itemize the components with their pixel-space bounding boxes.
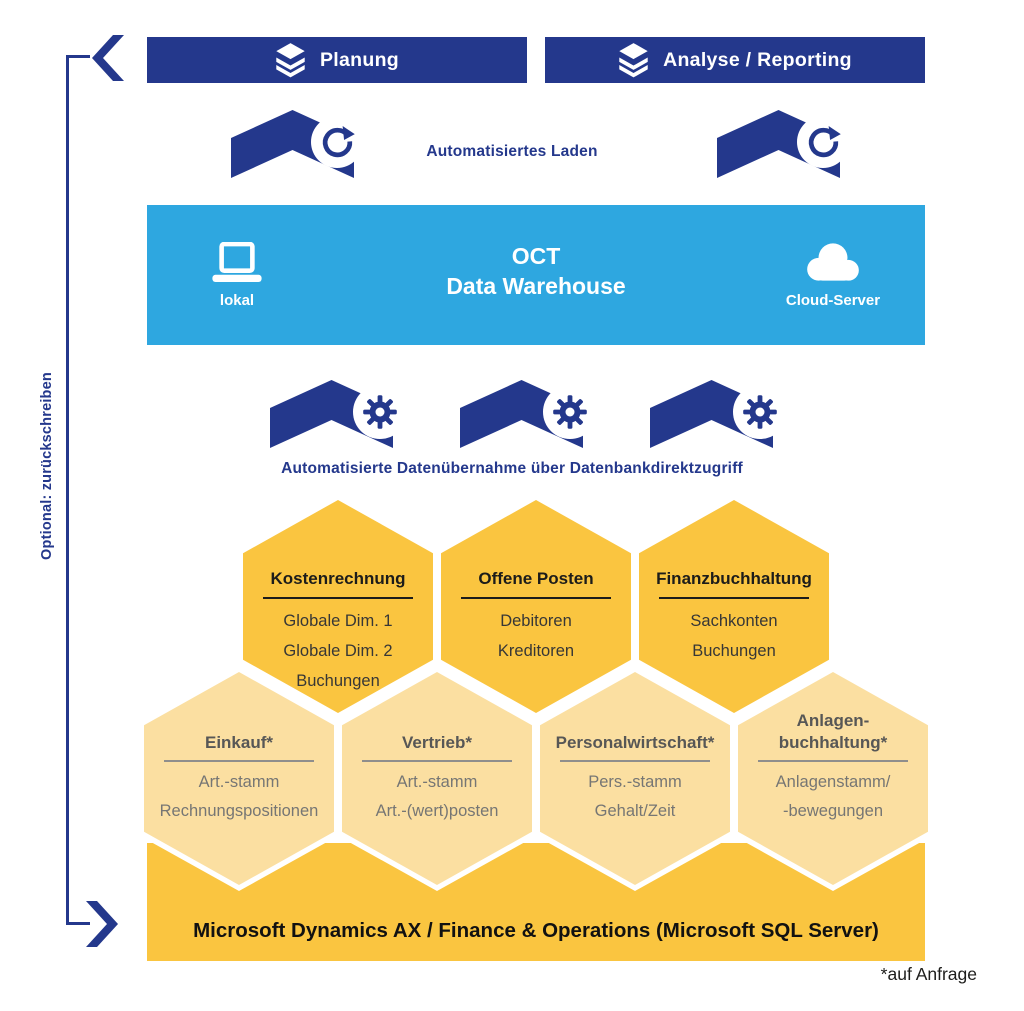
- refresh-badge: [797, 116, 849, 168]
- data-warehouse-band: lokal OCT Data Warehouse Cloud-Server: [147, 205, 925, 345]
- refresh-icon: [322, 125, 355, 157]
- laptop-icon: [212, 241, 262, 282]
- gear-badge: [733, 385, 787, 439]
- footnote: *auf Anfrage: [880, 964, 977, 984]
- hex-divider: [263, 597, 413, 599]
- hex-title: Personalwirtschaft*: [555, 733, 715, 752]
- hex-title: Anlagen- buchhaltung*: [778, 711, 888, 752]
- cloud-label: Cloud-Server: [785, 292, 881, 309]
- planung-bar: Planung: [147, 37, 527, 83]
- hex-personalwirtschaft: Personalwirtschaft* Pers.-stamm Gehalt/Z…: [534, 666, 736, 891]
- load-arrow-right: [704, 100, 854, 190]
- gear-badge: [543, 385, 597, 439]
- hex-title: Einkauf*: [204, 733, 274, 752]
- extract-arrow-1: [257, 370, 407, 460]
- writeback-line-top: [66, 55, 90, 58]
- hex-divider: [362, 760, 512, 762]
- gear-icon: [363, 395, 397, 429]
- cloud-icon: [807, 243, 859, 281]
- hex-divider: [659, 597, 809, 599]
- warehouse-title: OCT Data Warehouse: [446, 243, 626, 299]
- planung-label: Planung: [319, 48, 399, 71]
- layers-icon: [276, 42, 305, 77]
- analyse-reporting-label: Analyse / Reporting: [663, 48, 852, 71]
- load-arrow-left: [218, 100, 368, 190]
- hex-divider: [461, 597, 611, 599]
- chevron-left-icon: [92, 35, 124, 81]
- cloud-node: Cloud-Server: [773, 205, 893, 345]
- gear-badge: [353, 385, 407, 439]
- hex-finanzbuchhaltung: Finanzbuchhaltung Sachkonten Buchungen: [633, 494, 835, 719]
- hex-title: Kostenrechnung: [270, 569, 406, 588]
- hex-vertrieb: Vertrieb* Art.-stamm Art.-(wert)posten: [336, 666, 538, 891]
- hex-title: Offene Posten: [478, 569, 594, 588]
- hex-divider: [758, 760, 908, 762]
- refresh-badge: [311, 116, 363, 168]
- gear-icon: [553, 395, 587, 429]
- gear-icon: [743, 395, 777, 429]
- load-label: Automatisiertes Laden: [426, 143, 598, 160]
- hex-divider: [560, 760, 710, 762]
- chevron-right-icon: [86, 901, 118, 947]
- local-node: lokal: [177, 205, 297, 345]
- hex-anlagenbuchhaltung: Anlagen- buchhaltung* Anlagenstamm/ -bew…: [732, 666, 934, 891]
- hex-title: Vertrieb*: [402, 733, 472, 752]
- hex-divider: [164, 760, 314, 762]
- hex-title: Finanzbuchhaltung: [656, 569, 812, 588]
- refresh-icon: [808, 125, 841, 157]
- writeback-line-bottom: [66, 922, 90, 925]
- analyse-reporting-bar: Analyse / Reporting: [545, 37, 925, 83]
- extract-arrow-3: [637, 370, 787, 460]
- extract-arrow-2: [447, 370, 597, 460]
- extract-label: Automatisierte Datenübernahme über Daten…: [281, 460, 743, 477]
- layers-icon: [619, 42, 648, 77]
- local-label: lokal: [219, 291, 255, 309]
- writeback-line-vertical: [66, 55, 69, 925]
- source-system-label: Microsoft Dynamics AX / Finance & Operat…: [193, 919, 879, 942]
